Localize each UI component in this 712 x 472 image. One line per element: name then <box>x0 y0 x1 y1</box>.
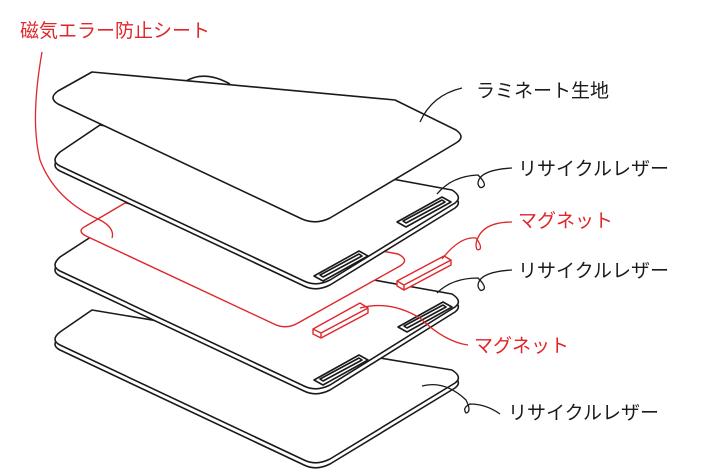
label-laminate: ラミネート生地 <box>476 80 609 102</box>
leader-laminate <box>419 87 463 123</box>
leather-1-slot-left <box>313 250 369 282</box>
laminate-tab <box>185 75 231 85</box>
leather-2-slot-right <box>397 301 453 333</box>
laminate-layer <box>52 71 462 223</box>
label-leather-1: リサイクルレザー <box>518 158 669 180</box>
magnetic-shield-sheet <box>80 202 406 328</box>
leather-3-top <box>54 309 460 464</box>
laminate-top <box>52 71 462 223</box>
label-leather-3: リサイクルレザー <box>508 402 659 424</box>
leather-1-slot-right <box>396 196 452 228</box>
leader-magnetic-sheet <box>34 51 114 239</box>
label-magnet-2: マグネット <box>474 335 569 357</box>
leader-leather-1 <box>436 167 513 195</box>
leader-magnet-1 <box>441 221 513 260</box>
leader-leather-2 <box>436 269 513 294</box>
magnet-2 <box>312 302 369 339</box>
leader-leather-3 <box>421 383 501 415</box>
label-magnet-1: マグネット <box>518 210 613 232</box>
label-leather-2: リサイクルレザー <box>518 260 669 282</box>
leather-layer-1 <box>54 124 460 290</box>
leader-magnet-2 <box>359 304 469 346</box>
leather-2-slot-left <box>313 354 369 386</box>
leather-1-top <box>54 124 460 285</box>
leather-layer-3 <box>54 309 460 469</box>
label-magnetic-sheet: 磁気エラー防止シート <box>20 20 210 42</box>
